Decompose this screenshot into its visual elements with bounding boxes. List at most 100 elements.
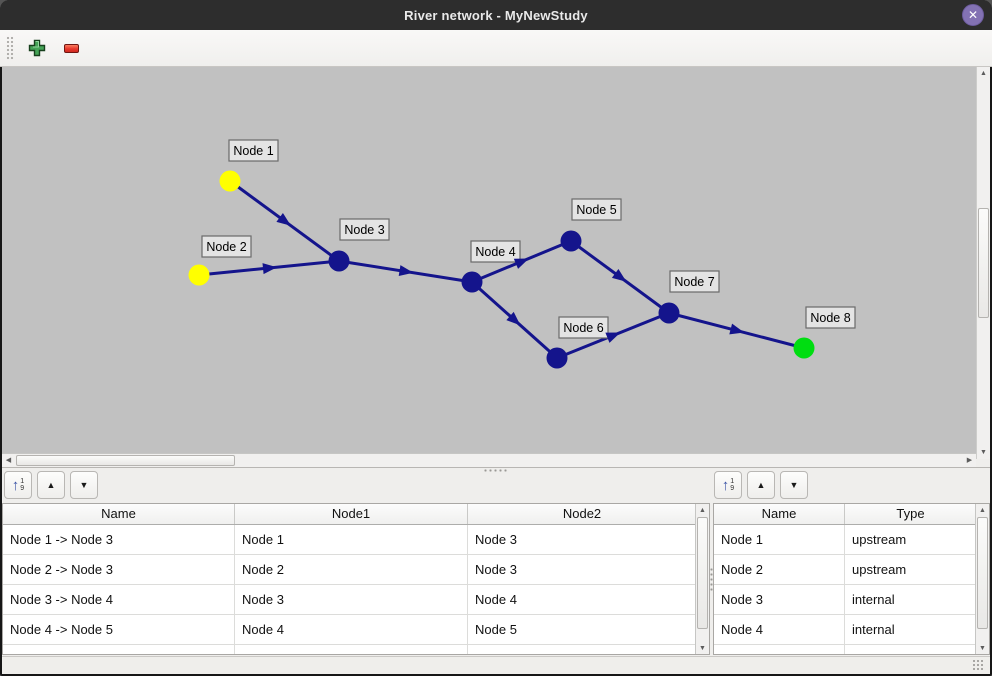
table-cell: Node 1: [714, 525, 845, 554]
table-splitter-vertical[interactable]: [710, 503, 713, 655]
splitter-handle-icon: [483, 469, 509, 472]
node-circle[interactable]: [546, 347, 568, 369]
node-circle[interactable]: [328, 250, 350, 272]
toolbar-drag-handle-icon[interactable]: [6, 36, 14, 60]
column-header[interactable]: Node1: [235, 504, 468, 524]
canvas-vscrollbar[interactable]: ▲ ▼: [976, 67, 990, 459]
svg-text:Node 6: Node 6: [563, 321, 603, 335]
table-cell: Node 4 -> Node 5: [3, 615, 235, 644]
edge-arrow-icon: [729, 323, 745, 335]
scroll-down-icon[interactable]: ▼: [980, 449, 987, 456]
links-move-up-button[interactable]: ▲: [37, 471, 65, 499]
edge-arrow-icon: [262, 263, 277, 275]
table-cell: Node 1 -> Node 3: [3, 525, 235, 554]
links-table-scrollbar[interactable]: ▲ ▼: [695, 504, 709, 654]
svg-text:Node 4: Node 4: [475, 245, 515, 259]
table-cell: Node 2: [235, 555, 468, 584]
plus-icon: [28, 39, 46, 57]
sort-ascending-icon: ↑ 1 9: [721, 476, 735, 494]
table-row: [714, 645, 989, 654]
triangle-up-icon: ▲: [46, 479, 56, 490]
titlebar[interactable]: River network - MyNewStudy ✕: [0, 0, 992, 30]
column-header[interactable]: Name: [714, 504, 845, 524]
window-title: River network - MyNewStudy: [404, 7, 588, 23]
column-header[interactable]: Node2: [562, 506, 602, 521]
node-circle[interactable]: [560, 230, 582, 252]
node-circle[interactable]: [658, 302, 680, 324]
close-button[interactable]: ✕: [962, 4, 984, 26]
nodes-move-up-button[interactable]: ▲: [747, 471, 775, 499]
table-cell: Node 3: [714, 585, 845, 614]
edge-arrow-icon: [398, 265, 414, 276]
remove-node-button[interactable]: [57, 34, 85, 62]
scroll-down-icon[interactable]: ▼: [979, 644, 986, 652]
minus-icon: [63, 43, 79, 53]
svg-text:Node 8: Node 8: [810, 311, 850, 325]
column-header[interactable]: Type: [896, 506, 925, 521]
table-cell: [468, 645, 696, 654]
links-move-down-button[interactable]: ▼: [70, 471, 98, 499]
add-node-button[interactable]: [23, 34, 51, 62]
node-label: Node 1: [228, 139, 279, 162]
scroll-up-icon[interactable]: ▲: [980, 70, 987, 77]
main-toolbar: [0, 30, 992, 67]
node-circle[interactable]: [461, 271, 483, 293]
vscroll-thumb[interactable]: [978, 208, 989, 318]
scroll-up-icon[interactable]: ▲: [699, 506, 706, 514]
nodes-toolbar: ↑ 1 9 ▲ ▼: [714, 471, 808, 499]
svg-text:Node 3: Node 3: [344, 223, 384, 237]
links-sort-button[interactable]: ↑ 1 9: [4, 471, 32, 499]
nodes-move-down-button[interactable]: ▼: [780, 471, 808, 499]
triangle-down-icon: ▼: [79, 479, 89, 490]
table-cell: [235, 645, 468, 654]
nodes-table-scrollbar[interactable]: ▲ ▼: [975, 504, 989, 654]
edge-arrow-icon: [605, 332, 621, 343]
column-header[interactable]: Name: [3, 504, 235, 524]
table-cell: Node 3: [468, 555, 696, 584]
table-cell: Node 2: [714, 555, 845, 584]
table-cell: Node 3: [235, 585, 468, 614]
resize-grip-icon[interactable]: [972, 659, 985, 671]
table-cell: internal: [845, 585, 976, 614]
table-cell: Node 4: [714, 615, 845, 644]
node-label: Node 4: [470, 240, 521, 263]
status-bar: [2, 656, 990, 674]
table-vscroll-thumb[interactable]: [977, 517, 988, 629]
node-circle[interactable]: [219, 170, 241, 192]
scroll-right-icon[interactable]: ▶: [966, 457, 973, 464]
node-label: Node 7: [669, 270, 720, 293]
triangle-down-icon: ▼: [789, 479, 799, 490]
table-cell: Node 4: [235, 615, 468, 644]
table-vscroll-thumb[interactable]: [697, 517, 708, 629]
nodes-sort-button[interactable]: ↑ 1 9: [714, 471, 742, 499]
edge-arrow-icon: [611, 269, 627, 282]
edge-arrow-icon: [506, 311, 521, 326]
hscroll-thumb[interactable]: [16, 455, 235, 466]
canvas-hscrollbar[interactable]: ◀ ▶: [2, 453, 976, 467]
table-cell: upstream: [845, 555, 976, 584]
table-cell: Node 3: [468, 525, 696, 554]
pane-splitter-horizontal[interactable]: [2, 467, 990, 473]
node-circle[interactable]: [793, 337, 815, 359]
scroll-left-icon[interactable]: ◀: [5, 457, 12, 464]
node-circle[interactable]: [188, 264, 210, 286]
scroll-down-icon[interactable]: ▼: [699, 644, 706, 652]
node-label: Node 6: [558, 316, 609, 339]
splitter-handle-icon: [710, 567, 713, 591]
links-toolbar: ↑ 1 9 ▲ ▼: [4, 471, 98, 499]
scroll-up-icon[interactable]: ▲: [979, 506, 986, 514]
